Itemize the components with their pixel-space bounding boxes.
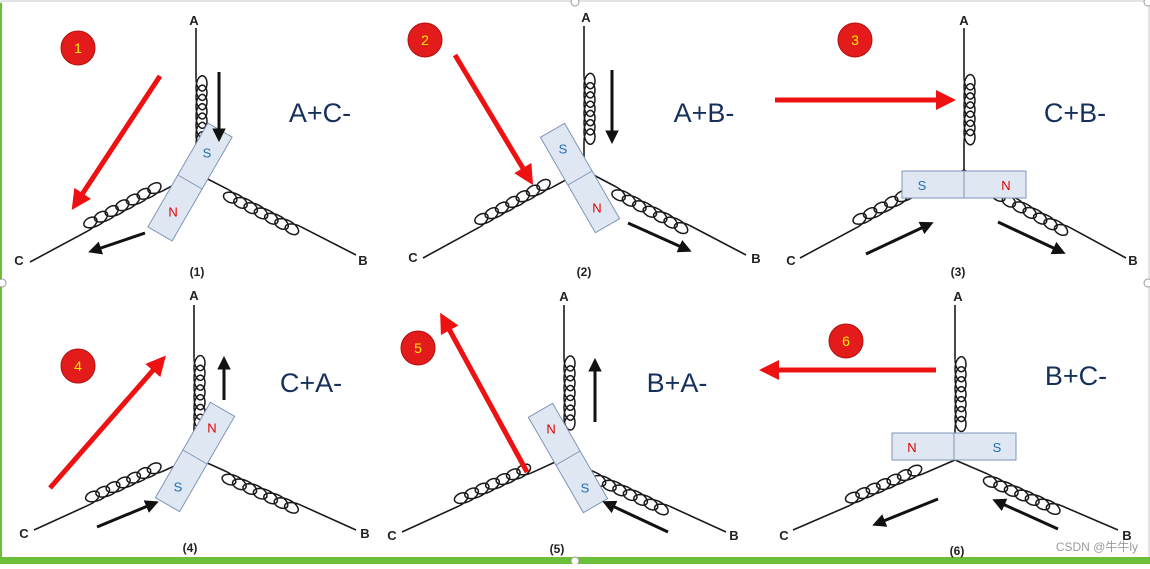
field-direction-arrow [452, 53, 534, 186]
resize-handle-right[interactable] [1143, 278, 1150, 288]
step-badge [60, 348, 96, 384]
panel-caption: (3) [951, 265, 966, 279]
rotor-magnet: S N [539, 122, 621, 234]
phase-pair-label: B+A- [647, 368, 708, 398]
magnet-pole-n: N [592, 200, 601, 215]
resize-handle-top-right[interactable] [1143, 0, 1150, 7]
rotor-magnet: N S [527, 402, 609, 514]
winding-a [583, 26, 596, 170]
terminal-b-label: B [358, 253, 367, 268]
resize-handle-top[interactable] [570, 0, 580, 7]
step-number: 3 [851, 32, 859, 48]
current-arrow-b [992, 498, 1059, 531]
terminal-b-label: B [1122, 528, 1131, 543]
phase-pair-label: C+A- [280, 368, 342, 398]
current-arrow-b [627, 221, 692, 253]
panel-step-5: A B C (5) B+A- 5 N S [387, 289, 738, 556]
current-arrow-c [872, 497, 939, 527]
step-badge [828, 323, 864, 359]
terminal-b-label: B [751, 251, 760, 266]
resize-handle-left[interactable] [0, 278, 7, 288]
rotor-magnet: N S [154, 401, 236, 513]
terminal-a-label: A [953, 289, 963, 304]
magnet-pole-s: S [918, 178, 927, 193]
terminal-c-label: C [19, 526, 29, 541]
current-arrow-b [602, 500, 669, 534]
winding-b [954, 459, 1119, 531]
field-direction-arrow [440, 312, 530, 474]
winding-c [401, 457, 565, 533]
step-number: 1 [74, 40, 82, 56]
terminal-b-label: B [1128, 253, 1137, 268]
field-direction-arrow [48, 355, 166, 490]
resize-handle-bottom[interactable] [570, 556, 580, 566]
magnet-pole-n: N [168, 204, 177, 219]
winding-c [792, 459, 956, 531]
current-arrow-c [865, 221, 934, 256]
panel-caption: (5) [550, 542, 565, 556]
magnet-pole-s: S [203, 146, 212, 161]
step-number: 5 [414, 340, 422, 356]
phase-pair-label: A+C- [289, 98, 351, 128]
terminal-c-label: C [408, 250, 418, 265]
rotor-magnet: N S [891, 432, 1017, 461]
panel-caption: (6) [950, 544, 965, 558]
field-direction-arrow [71, 74, 163, 211]
magnet-pole-s: S [559, 142, 568, 157]
terminal-a-label: A [581, 10, 591, 25]
magnet-pole-s: S [993, 440, 1002, 455]
current-arrow-c [96, 500, 159, 529]
panel-caption: (2) [577, 265, 592, 279]
step-number: 4 [74, 358, 82, 374]
step-badge [400, 330, 436, 366]
panel-caption: (1) [190, 265, 205, 279]
magnet-pole-n: N [207, 421, 216, 436]
terminal-a-label: A [959, 13, 969, 28]
terminal-b-label: B [729, 528, 738, 543]
step-badge [60, 30, 96, 66]
winding-b [193, 456, 357, 531]
magnet-pole-n: N [546, 422, 555, 437]
terminal-b-label: B [360, 526, 369, 541]
terminal-c-label: C [786, 253, 796, 268]
rotor-magnet: S N [147, 122, 233, 242]
watermark: CSDN @牛牛ly [1056, 539, 1138, 554]
step-number: 2 [421, 32, 429, 48]
phase-pair-label: A+B- [674, 98, 735, 128]
current-arrow-b [997, 220, 1066, 255]
terminal-c-label: C [779, 528, 789, 543]
terminal-c-label: C [14, 253, 24, 268]
magnet-pole-n: N [1001, 178, 1010, 193]
panel-step-4: A B C (4) C+A- 4 N S [19, 288, 369, 555]
panel-step-1: A B C (1) A+C- 1 S N [14, 13, 367, 279]
winding-b [195, 172, 357, 256]
magnet-pole-s: S [581, 480, 590, 495]
terminal-a-label: A [559, 289, 569, 304]
phase-pair-label: C+B- [1044, 98, 1106, 128]
magnet-pole-n: N [907, 440, 916, 455]
panel-step-6: A B C (6) B+C- 6 N S [759, 289, 1132, 558]
winding-c [422, 169, 585, 259]
panel-caption: (4) [183, 541, 198, 555]
panel-step-2: A B C (2) A+B- 2 S N [407, 10, 761, 279]
terminal-c-label: C [387, 528, 397, 543]
phase-pair-label: B+C- [1045, 361, 1107, 391]
magnet-pole-s: S [174, 479, 183, 494]
step-badge [837, 22, 873, 58]
rotor-magnet: S N [901, 170, 1027, 199]
step-number: 6 [842, 333, 850, 349]
terminal-a-label: A [189, 288, 199, 303]
terminal-a-label: A [189, 13, 199, 28]
step-badge [407, 22, 443, 58]
panel-step-3: A B C (3) C+B- 3 S N [775, 13, 1138, 279]
winding-a [963, 28, 976, 170]
current-arrow-c [88, 231, 146, 255]
